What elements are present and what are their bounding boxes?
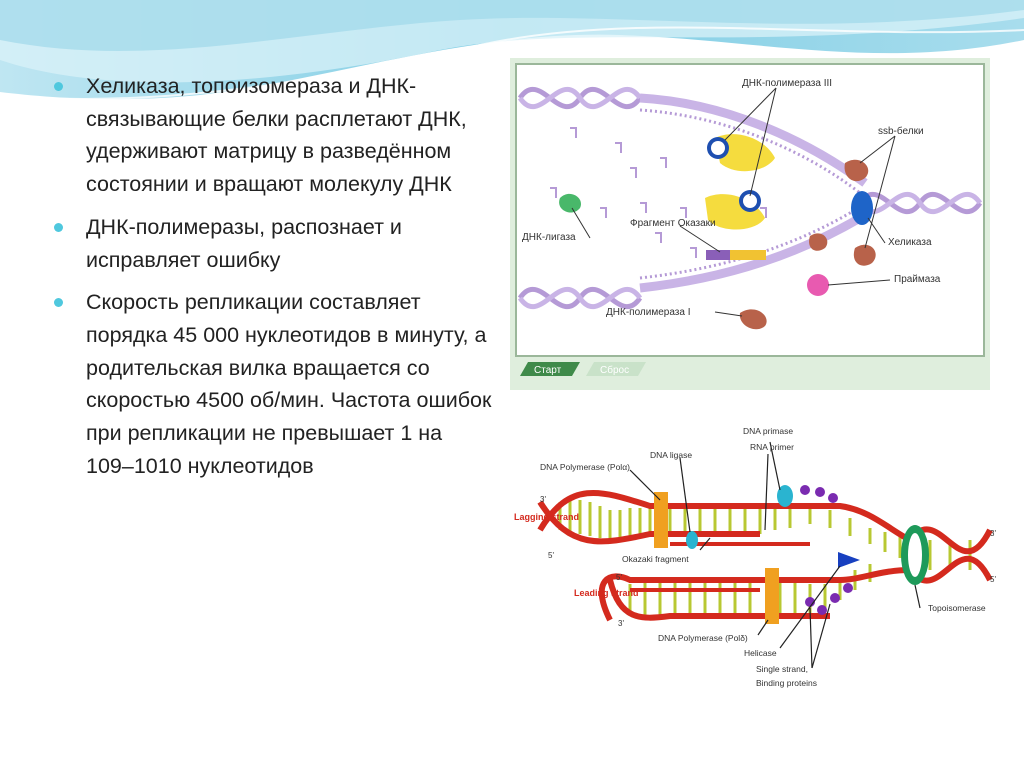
bullet-dot (54, 82, 63, 91)
label-okazaki: Фрагмент Оказаки (630, 218, 716, 229)
label-okazaki: Okazaki fragment (622, 554, 689, 564)
label-helicase: Хеликаза (888, 237, 932, 248)
bullet-dot (54, 222, 63, 232)
label-ssb: ssb-белки (878, 125, 924, 137)
label-pol-alpha: DNA Polymerase (Polα) (540, 462, 630, 472)
label-rna-primer: RNA primer (750, 442, 794, 452)
end-5prime: 5' (548, 551, 554, 560)
label-dna-primase: DNA primase (743, 426, 793, 436)
end-3prime: 3' (990, 529, 996, 538)
label-ssb-2: Binding proteins (756, 678, 817, 688)
header-wave-decoration (0, 0, 1024, 100)
end-5prime: 5' (990, 575, 996, 584)
label-topoisomerase: Topoisomerase (928, 603, 986, 613)
label-pol-delta: DNA Polymerase (Polδ) (658, 633, 748, 643)
label-lagging-strand: Lagging strand (514, 512, 579, 522)
start-button[interactable]: Старт (520, 362, 580, 376)
label-leading-strand: Leading strand (574, 588, 639, 598)
label-ligase: ДНК-лигаза (522, 232, 576, 243)
bullet-text: ДНК-полимеразы, распознает и исправляет … (86, 214, 402, 272)
bullet-item: ДНК-полимеразы, распознает и исправляет … (54, 211, 494, 276)
end-3prime: 3' (618, 619, 624, 628)
label-helicase: Helicase (744, 648, 777, 658)
replication-fork-figure-en: DNA primase RNA primer DNA ligase DNA Po… (510, 420, 1008, 695)
reset-button[interactable]: Сброс (586, 362, 646, 376)
bullet-text: Скорость репликации составляет порядка 4… (86, 290, 492, 478)
bullet-text: Хеликаза, топоизомераза и ДНК-связывающи… (86, 74, 467, 197)
label-pol1: ДНК-полимераза I (606, 307, 690, 318)
replication-fork-figure-ru: ДНК-полимераза III ssb-белки ДНК-лигаза … (510, 58, 990, 390)
label-primase: Праймаза (894, 274, 941, 285)
svg-text:Сброс: Сброс (600, 364, 629, 376)
bullet-item: Скорость репликации составляет порядка 4… (54, 286, 494, 482)
label-dna-ligase: DNA ligase (650, 450, 692, 460)
svg-text:Старт: Старт (534, 365, 562, 376)
end-5prime: 5' (616, 573, 622, 582)
bullet-list: Хеликаза, топоизомераза и ДНК-связывающи… (54, 70, 494, 492)
label-ssb-1: Single strand, (756, 664, 808, 674)
end-3prime: 3' (540, 495, 546, 504)
bullet-dot (54, 298, 63, 308)
bullet-item: Хеликаза, топоизомераза и ДНК-связывающи… (54, 70, 494, 201)
label-pol3: ДНК-полимераза III (742, 78, 832, 89)
